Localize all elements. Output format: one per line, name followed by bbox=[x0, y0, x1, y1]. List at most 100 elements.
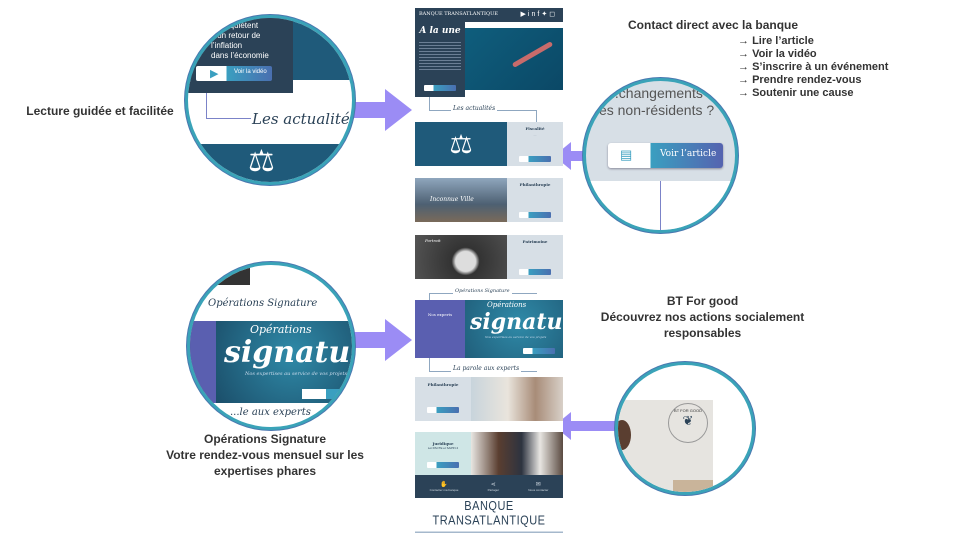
card-title: Philanthropie bbox=[519, 182, 551, 187]
rowing-boat bbox=[511, 41, 554, 68]
book-icon: ▤ bbox=[620, 147, 633, 162]
signature-big: signature bbox=[470, 309, 589, 335]
mail-icon: ✉ bbox=[535, 482, 541, 488]
video-panel: ...s’inquiètent d’un retour de l’inflati… bbox=[188, 18, 293, 93]
connector bbox=[429, 97, 430, 111]
card-philanthropie[interactable]: Inconnue Ville Philanthropie bbox=[415, 178, 563, 222]
app-header: BANQUE TRANSATLANTIQUE ▶inf✦◻ bbox=[415, 8, 563, 22]
portrait-fragment bbox=[190, 265, 250, 285]
register-button[interactable] bbox=[523, 348, 555, 354]
signature-side bbox=[190, 321, 216, 403]
read-article-button[interactable] bbox=[519, 212, 551, 218]
zoom-circle-article: ...changements les non-résidents ? ▤ Voi… bbox=[583, 78, 738, 233]
article-text-line: ...changements bbox=[607, 85, 703, 101]
signature-big: signature bbox=[224, 335, 352, 370]
section-actualites: Les actualités bbox=[451, 105, 498, 112]
watch-video-button[interactable] bbox=[427, 462, 459, 468]
video-button-label: Voir la vidéo bbox=[234, 69, 267, 75]
card-expert-philanthropie[interactable]: Philanthropie bbox=[415, 377, 563, 421]
card-title: Fiscalité bbox=[525, 126, 545, 131]
connector bbox=[536, 110, 537, 122]
signature-small: Opérations bbox=[487, 301, 527, 309]
card-side: Philanthropie bbox=[507, 178, 563, 222]
nav-share[interactable]: ⋖Partager bbox=[488, 481, 500, 492]
nav-label: Nous contacter bbox=[528, 488, 549, 492]
signature-banner[interactable]: Nos experts Opérations signature Nos exp… bbox=[415, 300, 588, 358]
card-title: Philanthropie bbox=[427, 382, 459, 387]
zoom-circle-forgood: BT FOR GOOD ❦ bbox=[615, 362, 755, 495]
contact-title: Contact direct avec la banque bbox=[628, 18, 799, 32]
nav-message[interactable]: ✉Nous contacter bbox=[528, 481, 548, 492]
arrow-right-icon: → bbox=[738, 87, 749, 99]
signature-side: Nos experts bbox=[415, 300, 465, 358]
hero-text bbox=[419, 40, 461, 70]
scales-icon: ⚖ bbox=[188, 144, 352, 182]
connector bbox=[429, 293, 430, 301]
desk-fragment bbox=[673, 480, 713, 492]
play-video-button[interactable] bbox=[424, 85, 456, 91]
signature-section-heading: Opérations Signature bbox=[208, 298, 318, 309]
read-article-button[interactable]: ▤ Voir l’article bbox=[608, 143, 723, 168]
twitter-icon[interactable]: ✦ bbox=[541, 11, 550, 18]
label-forgood-title: BT For good bbox=[666, 294, 739, 308]
label-signature-line1: Votre rendez-vous mensuel sur les bbox=[166, 448, 364, 462]
card-text: ··· bbox=[533, 133, 537, 137]
actualites-heading: Les actualités bbox=[252, 110, 355, 128]
connector bbox=[206, 93, 207, 118]
label-forgood: BT For good Découvrez nos actions social… bbox=[585, 293, 820, 341]
hero-panel: A la une bbox=[415, 22, 465, 97]
card-fiscalite[interactable]: ⚖ Fiscalité··· bbox=[415, 122, 563, 166]
header-brand: BANQUE TRANSATLANTIQUE bbox=[419, 11, 498, 17]
forgood-badge-text: BT FOR GOOD bbox=[674, 408, 702, 413]
portrait-image: Portrait bbox=[415, 235, 507, 279]
arrow-right-icon: → bbox=[738, 74, 749, 86]
contact-item-label: Prendre rendez-vous bbox=[752, 74, 862, 86]
card-side: Fiscalité ··· bbox=[507, 122, 563, 166]
youtube-icon[interactable]: ▶ bbox=[520, 11, 528, 18]
read-article-button[interactable] bbox=[519, 156, 551, 162]
image-caption: Portrait bbox=[425, 238, 441, 243]
signature-small: Opérations bbox=[250, 323, 312, 336]
video-button[interactable]: ▶ Voir la vidéo bbox=[196, 66, 272, 81]
facebook-icon[interactable]: f bbox=[537, 11, 542, 18]
connector bbox=[206, 118, 251, 119]
bank-logo: BANQUE TRANSATLANTIQUE bbox=[415, 499, 563, 533]
card-sub: Loi PACTE et SAPIN 2 bbox=[427, 446, 459, 450]
experts-heading: ...le aux experts bbox=[230, 407, 311, 418]
label-guided-reading: Lecture guidée et facilitée bbox=[26, 104, 174, 118]
business-photo bbox=[471, 432, 563, 476]
zoom-circle-signature: Opérations Signature Opérations signatur… bbox=[187, 262, 355, 430]
label-signature-line2: expertises phares bbox=[213, 464, 317, 478]
share-icon: ⋖ bbox=[490, 482, 496, 488]
card-title: Juridique bbox=[432, 441, 454, 446]
watch-video-button[interactable] bbox=[427, 407, 459, 413]
label-signature-title: Opérations Signature bbox=[203, 432, 327, 446]
article-text-line: les non-résidents ? bbox=[595, 102, 715, 118]
read-article-button[interactable] bbox=[519, 269, 551, 275]
linkedin-icon[interactable]: in bbox=[527, 11, 538, 18]
bottom-nav: ✋Contacter ma banque ⋖Partager ✉Nous con… bbox=[415, 475, 563, 498]
play-icon: ▶ bbox=[210, 68, 219, 80]
video-text-line: d’un retour de l’inflation bbox=[211, 31, 261, 50]
label-signature: Opérations Signature Votre rendez-vous m… bbox=[150, 431, 380, 479]
card-side: Patrimoine bbox=[507, 235, 563, 279]
hero-title: A la une bbox=[419, 26, 461, 36]
video-text-line: ...s’inquiètent bbox=[211, 21, 259, 30]
card-patrimoine[interactable]: Portrait Patrimoine bbox=[415, 235, 563, 279]
phone-mockup: BANQUE TRANSATLANTIQUE ▶inf✦◻ A la une L… bbox=[415, 8, 588, 498]
register-button[interactable] bbox=[302, 389, 352, 399]
nav-contact[interactable]: ✋Contacter ma banque bbox=[430, 481, 459, 492]
experts-photo bbox=[471, 377, 563, 421]
social-icons: ▶inf✦◻ bbox=[521, 10, 557, 18]
contact-list: → Lire l’article → Voir la vidéo → S’ins… bbox=[738, 35, 888, 100]
contact-item-label: S’inscrire à un événement bbox=[752, 61, 889, 73]
white-area bbox=[586, 181, 735, 230]
person-fragment bbox=[618, 420, 631, 450]
instagram-icon[interactable]: ◻ bbox=[549, 11, 557, 18]
connector bbox=[660, 181, 661, 230]
section-experts: La parole aux experts bbox=[451, 365, 522, 372]
signature-sub: Nos expertises au service de vos projets bbox=[485, 335, 547, 339]
arrow-right-icon: → bbox=[738, 61, 749, 73]
